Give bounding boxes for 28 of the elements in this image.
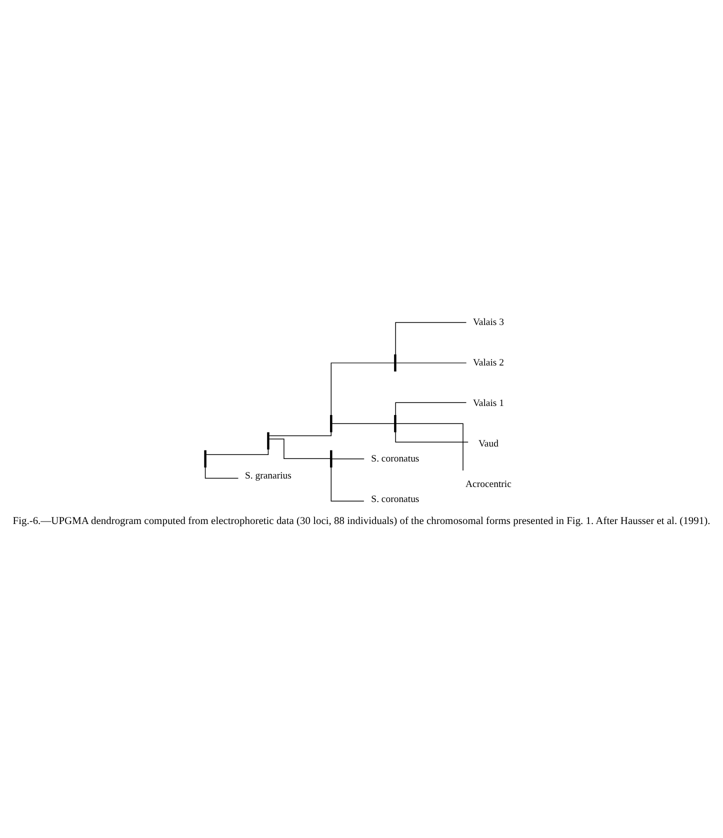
node-text: Valais 2 <box>472 356 504 368</box>
node-text: S. coronatus <box>371 493 420 504</box>
node-text: S. granarius <box>245 470 292 482</box>
connector <box>396 362 467 363</box>
node-bar <box>204 450 206 467</box>
connector <box>395 402 467 416</box>
connector <box>330 362 395 416</box>
connector <box>204 466 239 478</box>
connector <box>206 448 269 454</box>
node-bar <box>394 354 396 372</box>
node-text: Valais 1 <box>472 397 504 408</box>
node-text: Acrocentric <box>466 478 512 490</box>
connector <box>395 322 467 354</box>
node-bar <box>330 414 332 432</box>
connector <box>268 438 331 458</box>
node-text: S. coronatus <box>371 452 420 464</box>
connector <box>396 422 464 470</box>
node-bar <box>394 414 396 432</box>
connector <box>332 458 364 459</box>
connector <box>332 422 395 424</box>
node-bar <box>330 450 332 467</box>
connector <box>268 431 332 436</box>
node-text: Vaud <box>478 438 498 449</box>
node-bar <box>267 432 270 449</box>
node-text: Valais 3 <box>472 316 504 328</box>
connector <box>330 466 364 502</box>
caption: Fig.-6.—UPGMA dendrogram computed from electrophoretic data (30 loci, 88 individuals) of the chromosomal forms presented in Fig. 1. After Hausser et al. (1991). <box>12 516 710 527</box>
connector <box>395 431 468 442</box>
